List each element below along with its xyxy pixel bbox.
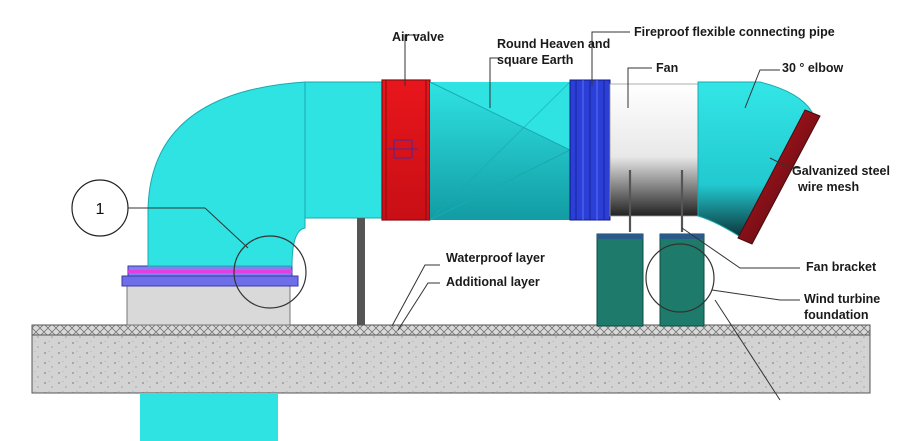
callout-1: 1 <box>71 179 249 249</box>
duct-base-curb <box>121 265 299 326</box>
duct-shaft-below <box>140 393 278 441</box>
label-mesh-line2: wire mesh <box>797 180 859 194</box>
detail-circle-base <box>233 235 307 309</box>
label-fan: Fan <box>656 61 678 75</box>
transition-piece <box>429 81 571 221</box>
leader-lines <box>391 31 800 401</box>
label-fan-bracket: Fan bracket <box>806 260 877 274</box>
label-mesh-line1: Galvanized steel <box>792 164 890 178</box>
galvanized-wire-mesh <box>737 109 821 245</box>
ground-slab <box>31 324 871 394</box>
fan-body <box>609 83 699 217</box>
label-foundation-line1: Wind turbine <box>804 292 880 306</box>
air-valve <box>381 79 431 221</box>
fan-bracket <box>628 170 684 232</box>
duct-bend <box>147 81 306 267</box>
label-air-valve: Air valve <box>392 30 444 44</box>
label-round-heaven-line1: Round Heaven and <box>497 37 610 51</box>
support-post <box>357 218 365 325</box>
fireproof-flexible-pipe <box>569 79 611 221</box>
label-additional-layer: Additional layer <box>446 275 540 289</box>
label-elbow: 30 ° elbow <box>782 61 844 75</box>
label-fireproof-pipe: Fireproof flexible connecting pipe <box>634 25 835 39</box>
duct-straight-section <box>304 81 383 219</box>
label-waterproof-layer: Waterproof layer <box>446 251 545 265</box>
callout-number: 1 <box>96 201 105 218</box>
label-foundation-line2: foundation <box>804 308 869 322</box>
wind-turbine-foundation <box>596 233 705 327</box>
detail-circle-foundation <box>645 243 715 313</box>
label-round-heaven-line2: square Earth <box>497 53 573 67</box>
